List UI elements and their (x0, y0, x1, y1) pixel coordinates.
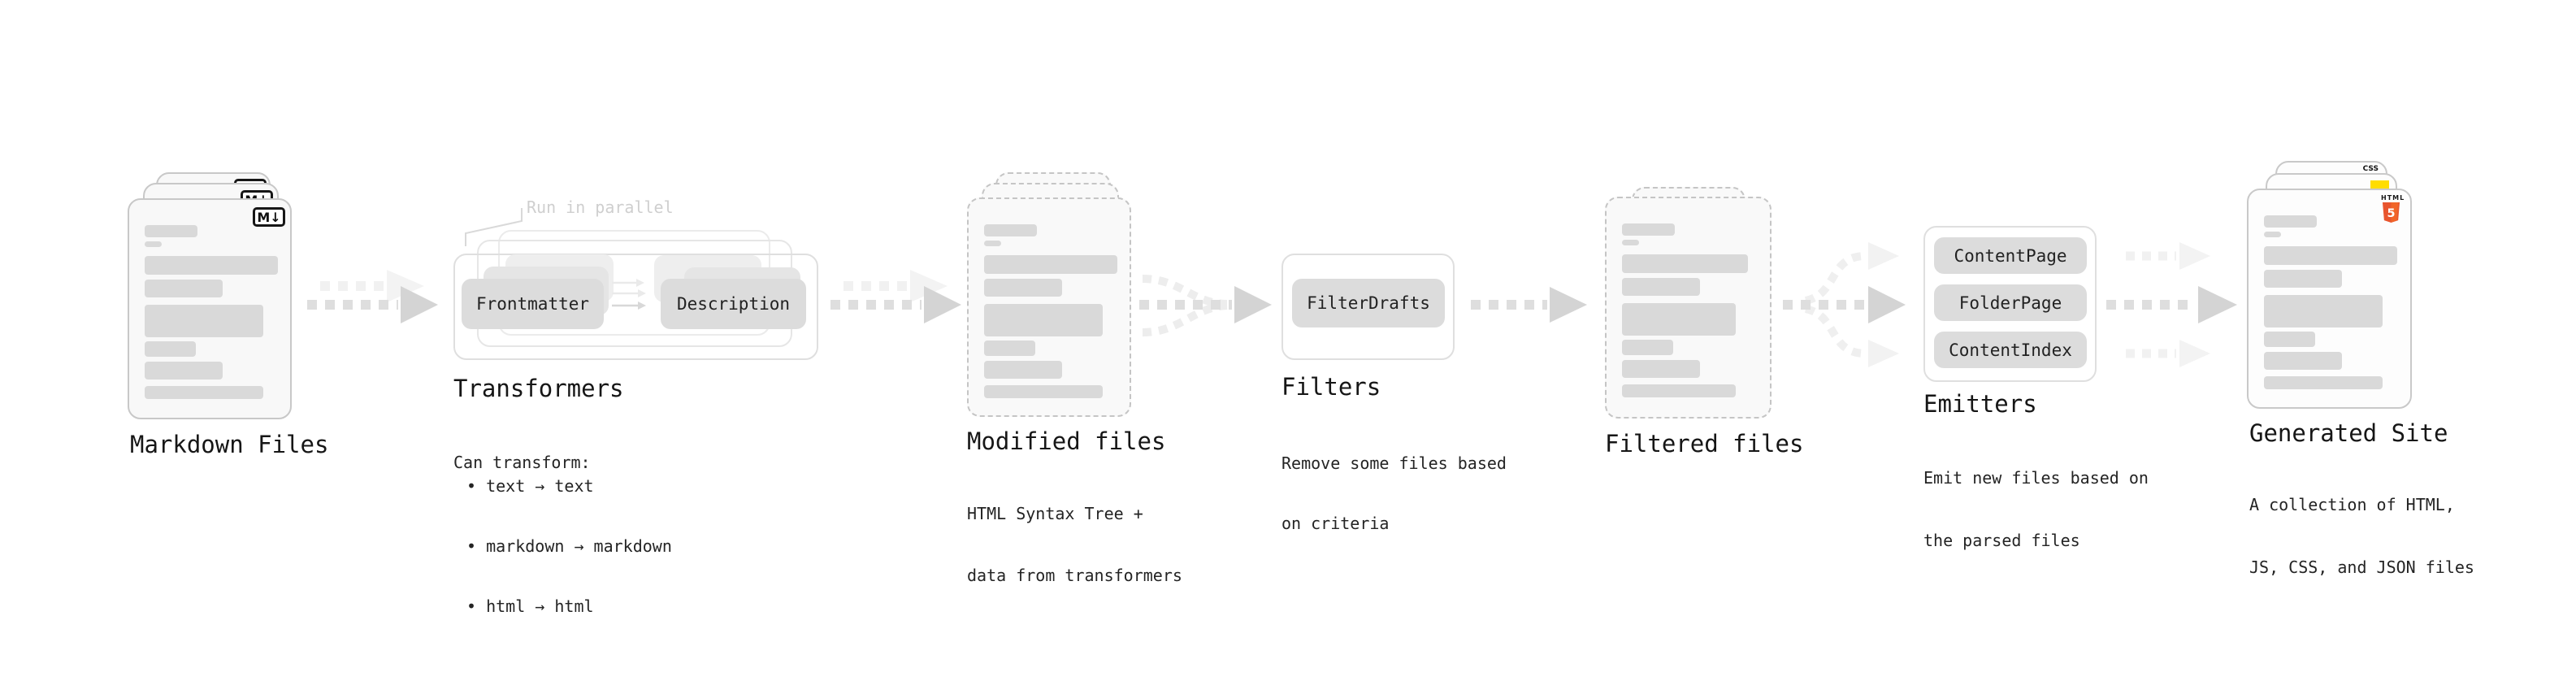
arrows-emitters-to-generated (2106, 242, 2237, 367)
text-line-placeholder (984, 385, 1103, 398)
emitters-title: Emitters (1923, 390, 2037, 418)
markdown-files-title: Markdown Files (130, 431, 329, 458)
modified-files-stack (967, 161, 1142, 421)
text-line-placeholder (2264, 376, 2383, 389)
description-node: Description (661, 279, 806, 329)
text-line-placeholder (984, 304, 1103, 336)
filtered-files-title: Filtered files (1605, 430, 1804, 458)
text-line-placeholder (984, 340, 1035, 356)
document-skeleton-text (2264, 215, 2397, 389)
filtered-files-stack (1605, 161, 1780, 421)
arrow-modified-to-filters-merge (1139, 275, 1272, 336)
frontmatter-node: Frontmatter (462, 279, 604, 329)
text-line-placeholder (145, 241, 162, 247)
caption-line: Remove some files based (1281, 453, 1507, 473)
svg-text:5: 5 (2387, 207, 2395, 220)
generated-site-title: Generated Site (2249, 419, 2448, 447)
text-line-placeholder (145, 362, 223, 380)
generated-site-caption: A collection of HTML, JS, CSS, and JSON … (2249, 454, 2474, 618)
document-skeleton-text (1622, 223, 1748, 397)
bullet-item: html → html (453, 596, 672, 617)
caption-line: JS, CSS, and JSON files (2249, 557, 2474, 577)
document-skeleton-text (145, 225, 278, 399)
arrow-markdown-to-transformers (307, 270, 438, 323)
text-line-placeholder (1622, 384, 1736, 397)
transformers-list-heading: Can transform: (453, 453, 591, 472)
html5-shield: 5 (2382, 202, 2400, 223)
contentpage-node: ContentPage (1934, 237, 2087, 274)
caption-line: data from transformers (967, 566, 1182, 585)
html-file-card: HTML 5 (2247, 189, 2412, 409)
caption-line: A collection of HTML, (2249, 495, 2455, 514)
bullet-item: markdown → markdown (453, 536, 672, 557)
text-line-placeholder (984, 241, 1001, 246)
transformers-bullet-list: text → text markdown → markdown html → h… (453, 436, 672, 656)
html5-icon: HTML 5 (2381, 194, 2405, 227)
filterdrafts-node: FilterDrafts (1292, 279, 1445, 327)
filters-caption: Remove some files based on criteria (1281, 414, 1507, 573)
caption-line: the parsed files (1923, 531, 2080, 550)
markdown-files-stack: M↓ M↓ M↓ (128, 161, 302, 421)
text-line-placeholder (2264, 215, 2317, 228)
caption-line: Emit new files based on (1923, 468, 2149, 488)
text-line-placeholder (2264, 270, 2342, 288)
text-line-placeholder (2264, 295, 2383, 327)
arrow-filtered-to-emitters-split (1783, 242, 1906, 367)
filtered-file-card-front (1605, 197, 1772, 419)
markdown-file-card-front: M↓ (128, 198, 292, 419)
transformers-caption: Can transform: (453, 413, 591, 512)
filters-frame (1281, 254, 1455, 360)
text-line-placeholder (2264, 352, 2342, 370)
markdown-icon: M↓ (253, 207, 285, 227)
text-line-placeholder (1622, 303, 1736, 336)
folderpage-node: FolderPage (1934, 284, 2087, 321)
text-line-placeholder (1622, 278, 1700, 296)
emitters-caption: Emit new files based on the parsed files (1923, 427, 2149, 592)
arrow-transformers-to-modified (830, 270, 961, 323)
text-line-placeholder (145, 280, 223, 297)
run-in-parallel-callout: Run in parallel (527, 197, 674, 217)
text-line-placeholder (1622, 360, 1700, 378)
text-line-placeholder (145, 305, 263, 337)
text-line-placeholder (1622, 254, 1748, 273)
parallel-flow-arrows (612, 279, 646, 310)
text-line-placeholder (145, 225, 197, 237)
callout-connector-line (465, 208, 523, 246)
generated-site-stack: CSS HTML 5 (2247, 161, 2422, 421)
filters-title: Filters (1281, 373, 1381, 401)
text-line-placeholder (145, 341, 196, 357)
caption-line: HTML Syntax Tree + (967, 504, 1143, 523)
text-line-placeholder (984, 279, 1062, 297)
text-line-placeholder (984, 361, 1062, 379)
text-line-placeholder (1622, 240, 1639, 245)
text-line-placeholder (2264, 332, 2315, 347)
transformers-title: Transformers (453, 375, 624, 402)
modified-files-title: Modified files (967, 427, 1166, 455)
emitters-frame (1923, 226, 2097, 382)
document-skeleton-text (984, 224, 1117, 398)
html5-icon-label: HTML (2381, 194, 2405, 202)
modified-file-card-front (967, 197, 1131, 417)
modified-files-caption: HTML Syntax Tree + data from transformer… (967, 463, 1182, 626)
caption-line: on criteria (1281, 514, 1390, 533)
text-line-placeholder (1622, 340, 1673, 355)
contentindex-node: ContentIndex (1934, 332, 2087, 368)
transformer-frame-front (453, 254, 818, 360)
bullet-item: text → text (453, 475, 672, 497)
text-line-placeholder (984, 255, 1117, 274)
text-line-placeholder (984, 224, 1037, 236)
arrow-filters-to-filtered (1471, 287, 1587, 323)
text-line-placeholder (145, 386, 263, 399)
text-line-placeholder (2264, 246, 2397, 265)
text-line-placeholder (1622, 223, 1675, 236)
text-line-placeholder (2264, 232, 2281, 237)
text-line-placeholder (145, 256, 278, 275)
